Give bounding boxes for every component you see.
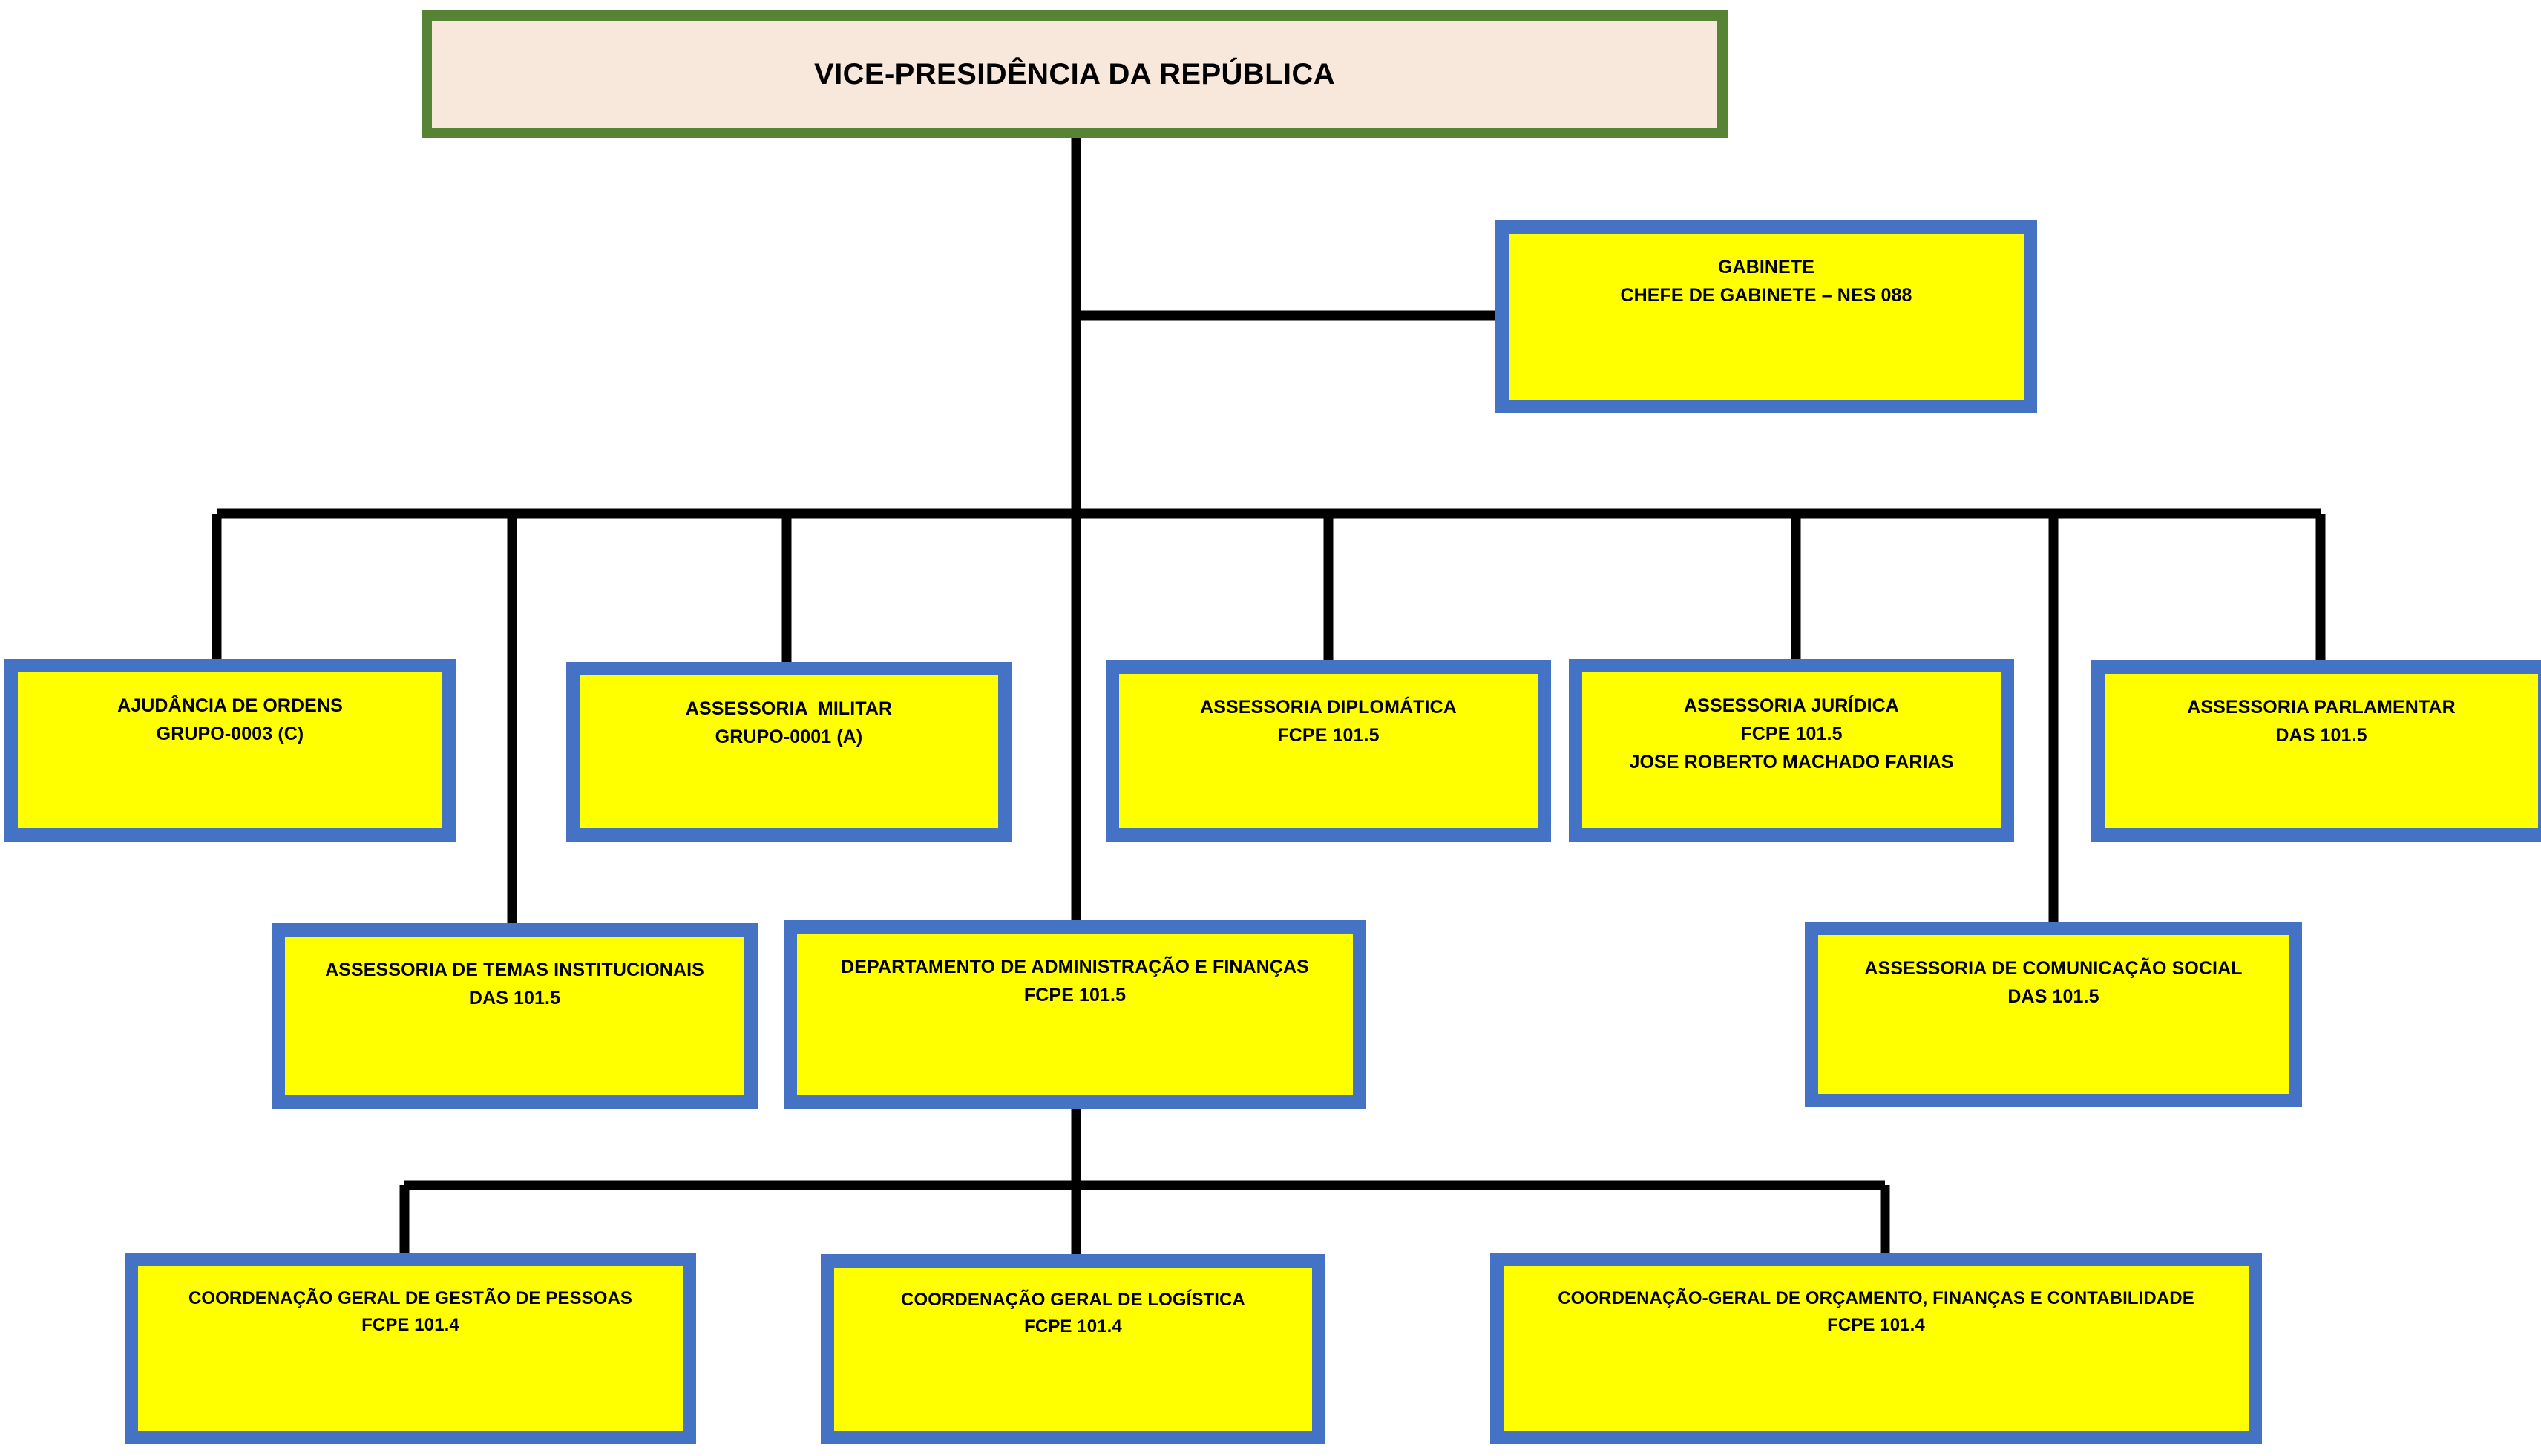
node-line-2: FCPE 101.4: [1827, 1315, 1925, 1336]
node-line-1: COORDENAÇÃO GERAL DE LOGÍSTICA: [901, 1290, 1245, 1310]
node-text-block: COORDENAÇÃO GERAL DE GESTÃO DE PESSOAS F…: [138, 1285, 683, 1339]
node-vice-presidencia-da-republica[interactable]: VICE-PRESIDÊNCIA DA REPÚBLICA: [422, 10, 1728, 138]
node-line-1: COORDENAÇÃO-GERAL DE ORÇAMENTO, FINANÇAS…: [1558, 1288, 2194, 1308]
node-text-block: VICE-PRESIDÊNCIA DA REPÚBLICA: [432, 58, 1717, 91]
node-line-2: FCPE 101.4: [1024, 1316, 1122, 1337]
node-text-block: ASSESSORIA JURÍDICA FCPE 101.5 JOSE ROBE…: [1582, 692, 2001, 776]
node-assessoria-de-temas-institucionais[interactable]: ASSESSORIA DE TEMAS INSTITUCIONAIS DAS 1…: [272, 923, 758, 1109]
node-text-block: ASSESSORIA PARLAMENTAR DAS 101.5: [2105, 693, 2538, 750]
node-coordenacao-geral-de-orcamento-financas-e-contabilidade[interactable]: COORDENAÇÃO-GERAL DE ORÇAMENTO, FINANÇAS…: [1490, 1253, 2262, 1444]
node-line-1: GABINETE: [1718, 257, 1814, 278]
node-coordenacao-geral-de-gestao-de-pessoas[interactable]: COORDENAÇÃO GERAL DE GESTÃO DE PESSOAS F…: [125, 1253, 696, 1444]
node-line-1: ASSESSORIA DIPLOMÁTICA: [1200, 697, 1457, 718]
node-line-2: DAS 101.5: [2275, 725, 2367, 746]
node-line-2: GRUPO-0003 (C): [156, 724, 304, 744]
node-gabinete[interactable]: GABINETE CHEFE DE GABINETE – NES 088: [1495, 220, 2037, 413]
node-line-1: AJUDÂNCIA DE ORDENS: [117, 695, 343, 716]
node-line-2: GRUPO-0001 (A): [715, 727, 863, 747]
node-text-block: AJUDÂNCIA DE ORDENS GRUPO-0003 (C): [18, 692, 442, 748]
node-line-2: FCPE 101.4: [361, 1315, 459, 1336]
node-coordenacao-geral-de-logistica[interactable]: COORDENAÇÃO GERAL DE LOGÍSTICA FCPE 101.…: [821, 1254, 1325, 1444]
node-text-block: COORDENAÇÃO GERAL DE LOGÍSTICA FCPE 101.…: [834, 1287, 1312, 1341]
node-line-1: ASSESSORIA MILITAR: [685, 698, 893, 719]
node-text-block: ASSESSORIA DE COMUNICAÇÃO SOCIAL DAS 101…: [1818, 954, 2289, 1011]
node-title: VICE-PRESIDÊNCIA DA REPÚBLICA: [813, 57, 1336, 91]
node-assessoria-de-comunicacao-social[interactable]: ASSESSORIA DE COMUNICAÇÃO SOCIAL DAS 101…: [1805, 922, 2302, 1107]
node-line-2: FCPE 101.5: [1277, 725, 1380, 746]
node-line-1: ASSESSORIA DE TEMAS INSTITUCIONAIS: [325, 960, 704, 980]
node-text-block: ASSESSORIA MILITAR GRUPO-0001 (A): [580, 695, 998, 751]
node-line-2: FCPE 101.5: [1740, 724, 1843, 744]
node-assessoria-militar[interactable]: ASSESSORIA MILITAR GRUPO-0001 (A): [566, 662, 1012, 842]
node-departamento-de-administracao-e-financas[interactable]: DEPARTAMENTO DE ADMINISTRAÇÃO E FINANÇAS…: [784, 920, 1366, 1109]
node-assessoria-diplomatica[interactable]: ASSESSORIA DIPLOMÁTICA FCPE 101.5: [1106, 660, 1551, 842]
node-line-1: ASSESSORIA JURÍDICA: [1684, 695, 1899, 716]
node-line-2: DAS 101.5: [468, 988, 561, 1009]
node-line-3: JOSE ROBERTO MACHADO FARIAS: [1629, 752, 1954, 773]
node-text-block: GABINETE CHEFE DE GABINETE – NES 088: [1509, 253, 2024, 309]
node-line-1: ASSESSORIA DE COMUNICAÇÃO SOCIAL: [1864, 958, 2243, 979]
node-assessoria-parlamentar[interactable]: ASSESSORIA PARLAMENTAR DAS 101.5: [2091, 660, 2541, 842]
node-line-1: ASSESSORIA PARLAMENTAR: [2187, 697, 2456, 718]
node-line-2: FCPE 101.5: [1023, 985, 1127, 1006]
node-ajudancia-de-ordens[interactable]: AJUDÂNCIA DE ORDENS GRUPO-0003 (C): [4, 659, 456, 842]
node-line-1: DEPARTAMENTO DE ADMINISTRAÇÃO E FINANÇAS: [841, 957, 1309, 977]
node-text-block: COORDENAÇÃO-GERAL DE ORÇAMENTO, FINANÇAS…: [1504, 1285, 2249, 1339]
node-text-block: DEPARTAMENTO DE ADMINISTRAÇÃO E FINANÇAS…: [797, 953, 1353, 1009]
node-line-2: DAS 101.5: [2007, 986, 2099, 1007]
node-text-block: ASSESSORIA DIPLOMÁTICA FCPE 101.5: [1119, 693, 1538, 750]
node-text-block: ASSESSORIA DE TEMAS INSTITUCIONAIS DAS 1…: [285, 956, 744, 1012]
node-assessoria-juridica[interactable]: ASSESSORIA JURÍDICA FCPE 101.5 JOSE ROBE…: [1569, 659, 2014, 842]
node-line-1: COORDENAÇÃO GERAL DE GESTÃO DE PESSOAS: [188, 1288, 633, 1308]
node-line-2: CHEFE DE GABINETE – NES 088: [1620, 285, 1912, 306]
